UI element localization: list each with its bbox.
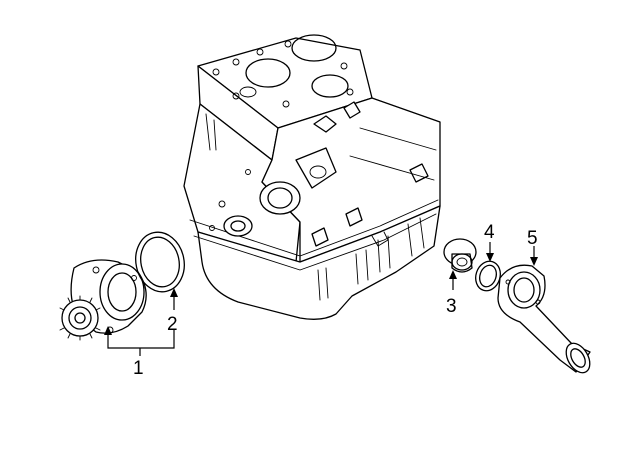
pump-impeller: [59, 295, 101, 341]
callout-5: 5: [527, 228, 538, 249]
callout-1: 1: [133, 358, 144, 379]
coolant-outlet-housing: [497, 264, 591, 374]
water-pump: [59, 259, 147, 341]
thermostat: [443, 238, 477, 273]
engine-block: [183, 34, 441, 320]
callout-4: 4: [484, 222, 495, 243]
leader-lines: [104, 242, 538, 356]
callout-3: 3: [446, 296, 457, 317]
callout-2: 2: [167, 314, 178, 335]
pump-gasket: [135, 231, 185, 293]
